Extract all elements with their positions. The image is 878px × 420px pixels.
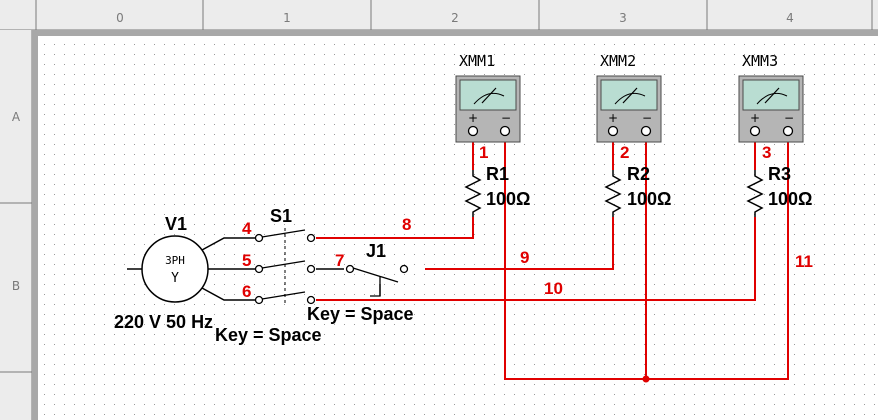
source-symbol xyxy=(141,235,209,303)
node-label: 7 xyxy=(335,251,344,270)
node-label: 6 xyxy=(242,282,251,301)
left-ruler: A B xyxy=(0,30,33,420)
wire-9[interactable] xyxy=(425,217,614,270)
switch-j1[interactable] xyxy=(345,264,409,297)
sheet-border-left xyxy=(32,30,38,420)
source-name: V1 xyxy=(165,214,187,234)
three-phase-source[interactable]: 3PH Y xyxy=(141,235,209,303)
resistor-name: R1 xyxy=(486,164,509,184)
svg-text:+: + xyxy=(750,111,760,125)
resistor-name: R2 xyxy=(627,164,650,184)
resistor-r3[interactable] xyxy=(746,170,764,217)
column-label: 1 xyxy=(283,11,291,25)
node-label: 5 xyxy=(242,251,251,270)
resistor-r2[interactable] xyxy=(604,170,622,217)
multimeter-xmm3[interactable]: + − xyxy=(738,75,804,143)
node-label: 2 xyxy=(620,143,629,162)
svg-text:−: − xyxy=(784,111,794,125)
source-rating: 220 V 50 Hz xyxy=(114,312,213,332)
svg-text:+: + xyxy=(468,111,478,125)
source-wye-text: Y xyxy=(171,271,179,286)
node-label: 1 xyxy=(479,143,488,162)
node-label: 11 xyxy=(795,252,813,271)
resistor-value: 100Ω xyxy=(486,189,530,209)
node-label: 9 xyxy=(520,248,529,267)
multimeter-name: XMM3 xyxy=(742,52,778,70)
row-label: B xyxy=(12,279,20,293)
switch-s1-key: Key = Space xyxy=(215,325,322,345)
svg-text:−: − xyxy=(642,111,652,125)
multimeter-xmm1[interactable]: + − xyxy=(455,75,521,143)
source-connections xyxy=(127,237,344,301)
node-label: 8 xyxy=(402,215,411,234)
row-label: A xyxy=(12,110,21,124)
node-label: 3 xyxy=(762,143,771,162)
resistor-value: 100Ω xyxy=(768,189,812,209)
switch-s1[interactable] xyxy=(254,228,316,305)
column-label: 4 xyxy=(786,11,794,25)
switch-j1-key: Key = Space xyxy=(307,304,414,324)
sheet-border-top xyxy=(32,30,878,36)
resistor-r1[interactable] xyxy=(464,170,482,217)
node-label: 10 xyxy=(544,279,563,298)
multimeter-name: XMM1 xyxy=(459,52,495,70)
svg-text:+: + xyxy=(608,111,618,125)
source-phase-text: 3PH xyxy=(165,254,185,267)
svg-text:−: − xyxy=(501,111,511,125)
wire-8[interactable] xyxy=(316,217,474,239)
multimeter-name: XMM2 xyxy=(600,52,636,70)
column-label: 2 xyxy=(451,11,459,25)
top-ruler: 0 1 2 3 4 xyxy=(0,0,878,31)
node-label: 4 xyxy=(242,219,252,238)
resistor-value: 100Ω xyxy=(627,189,671,209)
resistor-name: R3 xyxy=(768,164,791,184)
column-label: 3 xyxy=(619,11,627,25)
switch-s1-name: S1 xyxy=(270,206,292,226)
multimeter-xmm2[interactable]: + − xyxy=(596,75,662,143)
junction-dot xyxy=(642,375,650,383)
column-label: 0 xyxy=(116,11,124,25)
wire-10[interactable] xyxy=(316,217,756,301)
switch-j1-name: J1 xyxy=(366,241,386,261)
